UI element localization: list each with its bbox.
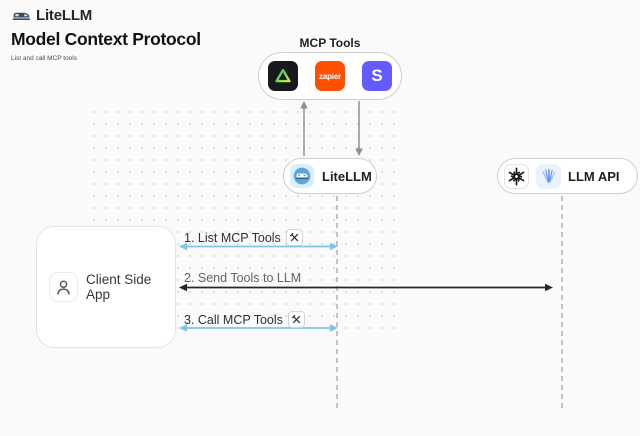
brand-name: LiteLLM	[36, 7, 93, 24]
llm-provider-fan-icon	[536, 163, 561, 189]
step-1-text: 1. List MCP Tools	[184, 230, 281, 245]
zapier-wordmark: zapier	[319, 71, 341, 81]
mcp-tools-box: zapier S	[258, 52, 402, 100]
step-2-text: 2. Send Tools to LLM	[184, 271, 302, 285]
llm-api-node: LLM API	[497, 158, 638, 194]
llm-api-node-label: LLM API	[568, 168, 620, 184]
litellm-node-icon	[290, 164, 314, 188]
triangle-tool-icon	[268, 61, 298, 91]
stripe-letter: S	[371, 66, 383, 85]
openai-icon	[504, 163, 529, 189]
step-1-label: 1. List MCP Tools	[184, 229, 303, 246]
hammer-wrench-icon	[285, 229, 303, 246]
mcp-tools-label: MCP Tools	[299, 36, 361, 50]
litellm-node-label: LiteLLM	[322, 168, 372, 184]
hammer-wrench-icon	[287, 311, 305, 328]
page-subtitle: List and call MCP tools	[11, 55, 77, 62]
litellm-train-icon	[12, 8, 31, 23]
step-2-label: 2. Send Tools to LLM	[184, 271, 301, 285]
brand: LiteLLM	[12, 7, 92, 24]
stripe-icon: S	[362, 61, 392, 91]
step-3-text: 3. Call MCP Tools	[184, 312, 283, 327]
page-title: Model Context Protocol	[11, 29, 201, 49]
zapier-icon: zapier	[315, 61, 345, 91]
litellm-node: LiteLLM	[283, 158, 377, 194]
client-side-app-node: Client Side App	[36, 226, 176, 348]
client-side-app-label: Client Side App	[86, 272, 152, 302]
step-3-label: 3. Call MCP Tools	[184, 311, 305, 328]
person-icon	[49, 272, 78, 302]
